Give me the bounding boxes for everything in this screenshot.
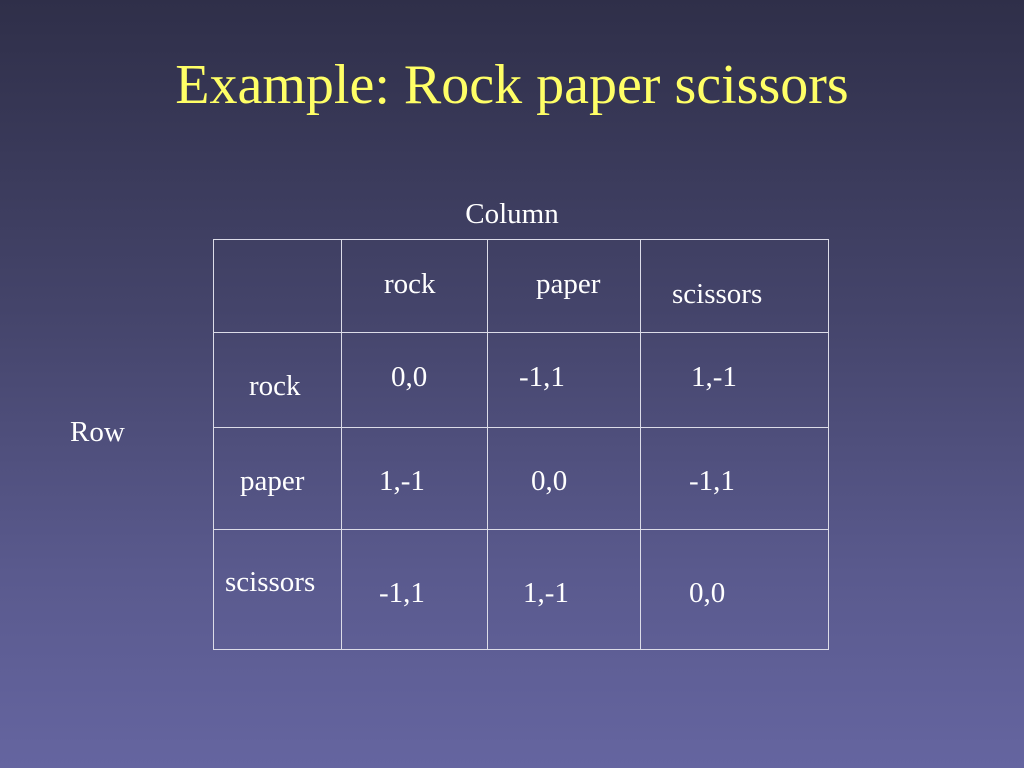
row-header-cell: rock [213,332,342,428]
payoff-rock-rock: 0,0 [391,361,428,393]
payoff-paper-paper: 0,0 [531,465,568,497]
column-header-paper: paper [536,268,601,300]
payoff-scissors-scissors: 0,0 [689,577,726,609]
row-header-cell: scissors [213,529,342,650]
table-row: rock 0,0 -1,1 1,-1 [213,332,829,428]
column-header-cell: paper [487,239,641,333]
column-player-label: Column [465,198,559,230]
corner-cell [213,239,342,333]
row-header-cell: paper [213,427,342,530]
payoff-cell: 0,0 [640,529,829,650]
slide-title: Example: Rock paper scissors [175,54,849,116]
payoff-cell: 0,0 [487,427,641,530]
payoff-cell: 0,0 [341,332,488,428]
column-header-cell: rock [341,239,488,333]
column-header-cell: scissors [640,239,829,333]
payoff-rock-scissors: 1,-1 [691,361,737,393]
payoff-cell: 1,-1 [341,427,488,530]
payoff-scissors-paper: 1,-1 [523,577,569,609]
row-header-paper: paper [240,465,305,497]
payoff-cell: 1,-1 [487,529,641,650]
row-player-label: Row [70,416,125,448]
header-row: rock paper scissors [213,239,829,333]
payoff-paper-scissors: -1,1 [689,465,735,497]
column-header-scissors: scissors [672,278,763,310]
payoff-rock-paper: -1,1 [519,361,565,393]
table-row: paper 1,-1 0,0 -1,1 [213,427,829,530]
payoff-paper-rock: 1,-1 [379,465,425,497]
payoff-scissors-rock: -1,1 [379,577,425,609]
payoff-cell: -1,1 [640,427,829,530]
row-header-scissors: scissors [225,566,316,598]
row-header-rock: rock [249,370,301,402]
table-row: scissors -1,1 1,-1 0,0 [213,529,829,650]
payoff-cell: 1,-1 [640,332,829,428]
column-header-rock: rock [384,268,436,300]
payoff-cell: -1,1 [341,529,488,650]
payoff-matrix: rock paper scissors rock 0,0 -1,1 1,-1 p… [213,239,829,650]
payoff-cell: -1,1 [487,332,641,428]
